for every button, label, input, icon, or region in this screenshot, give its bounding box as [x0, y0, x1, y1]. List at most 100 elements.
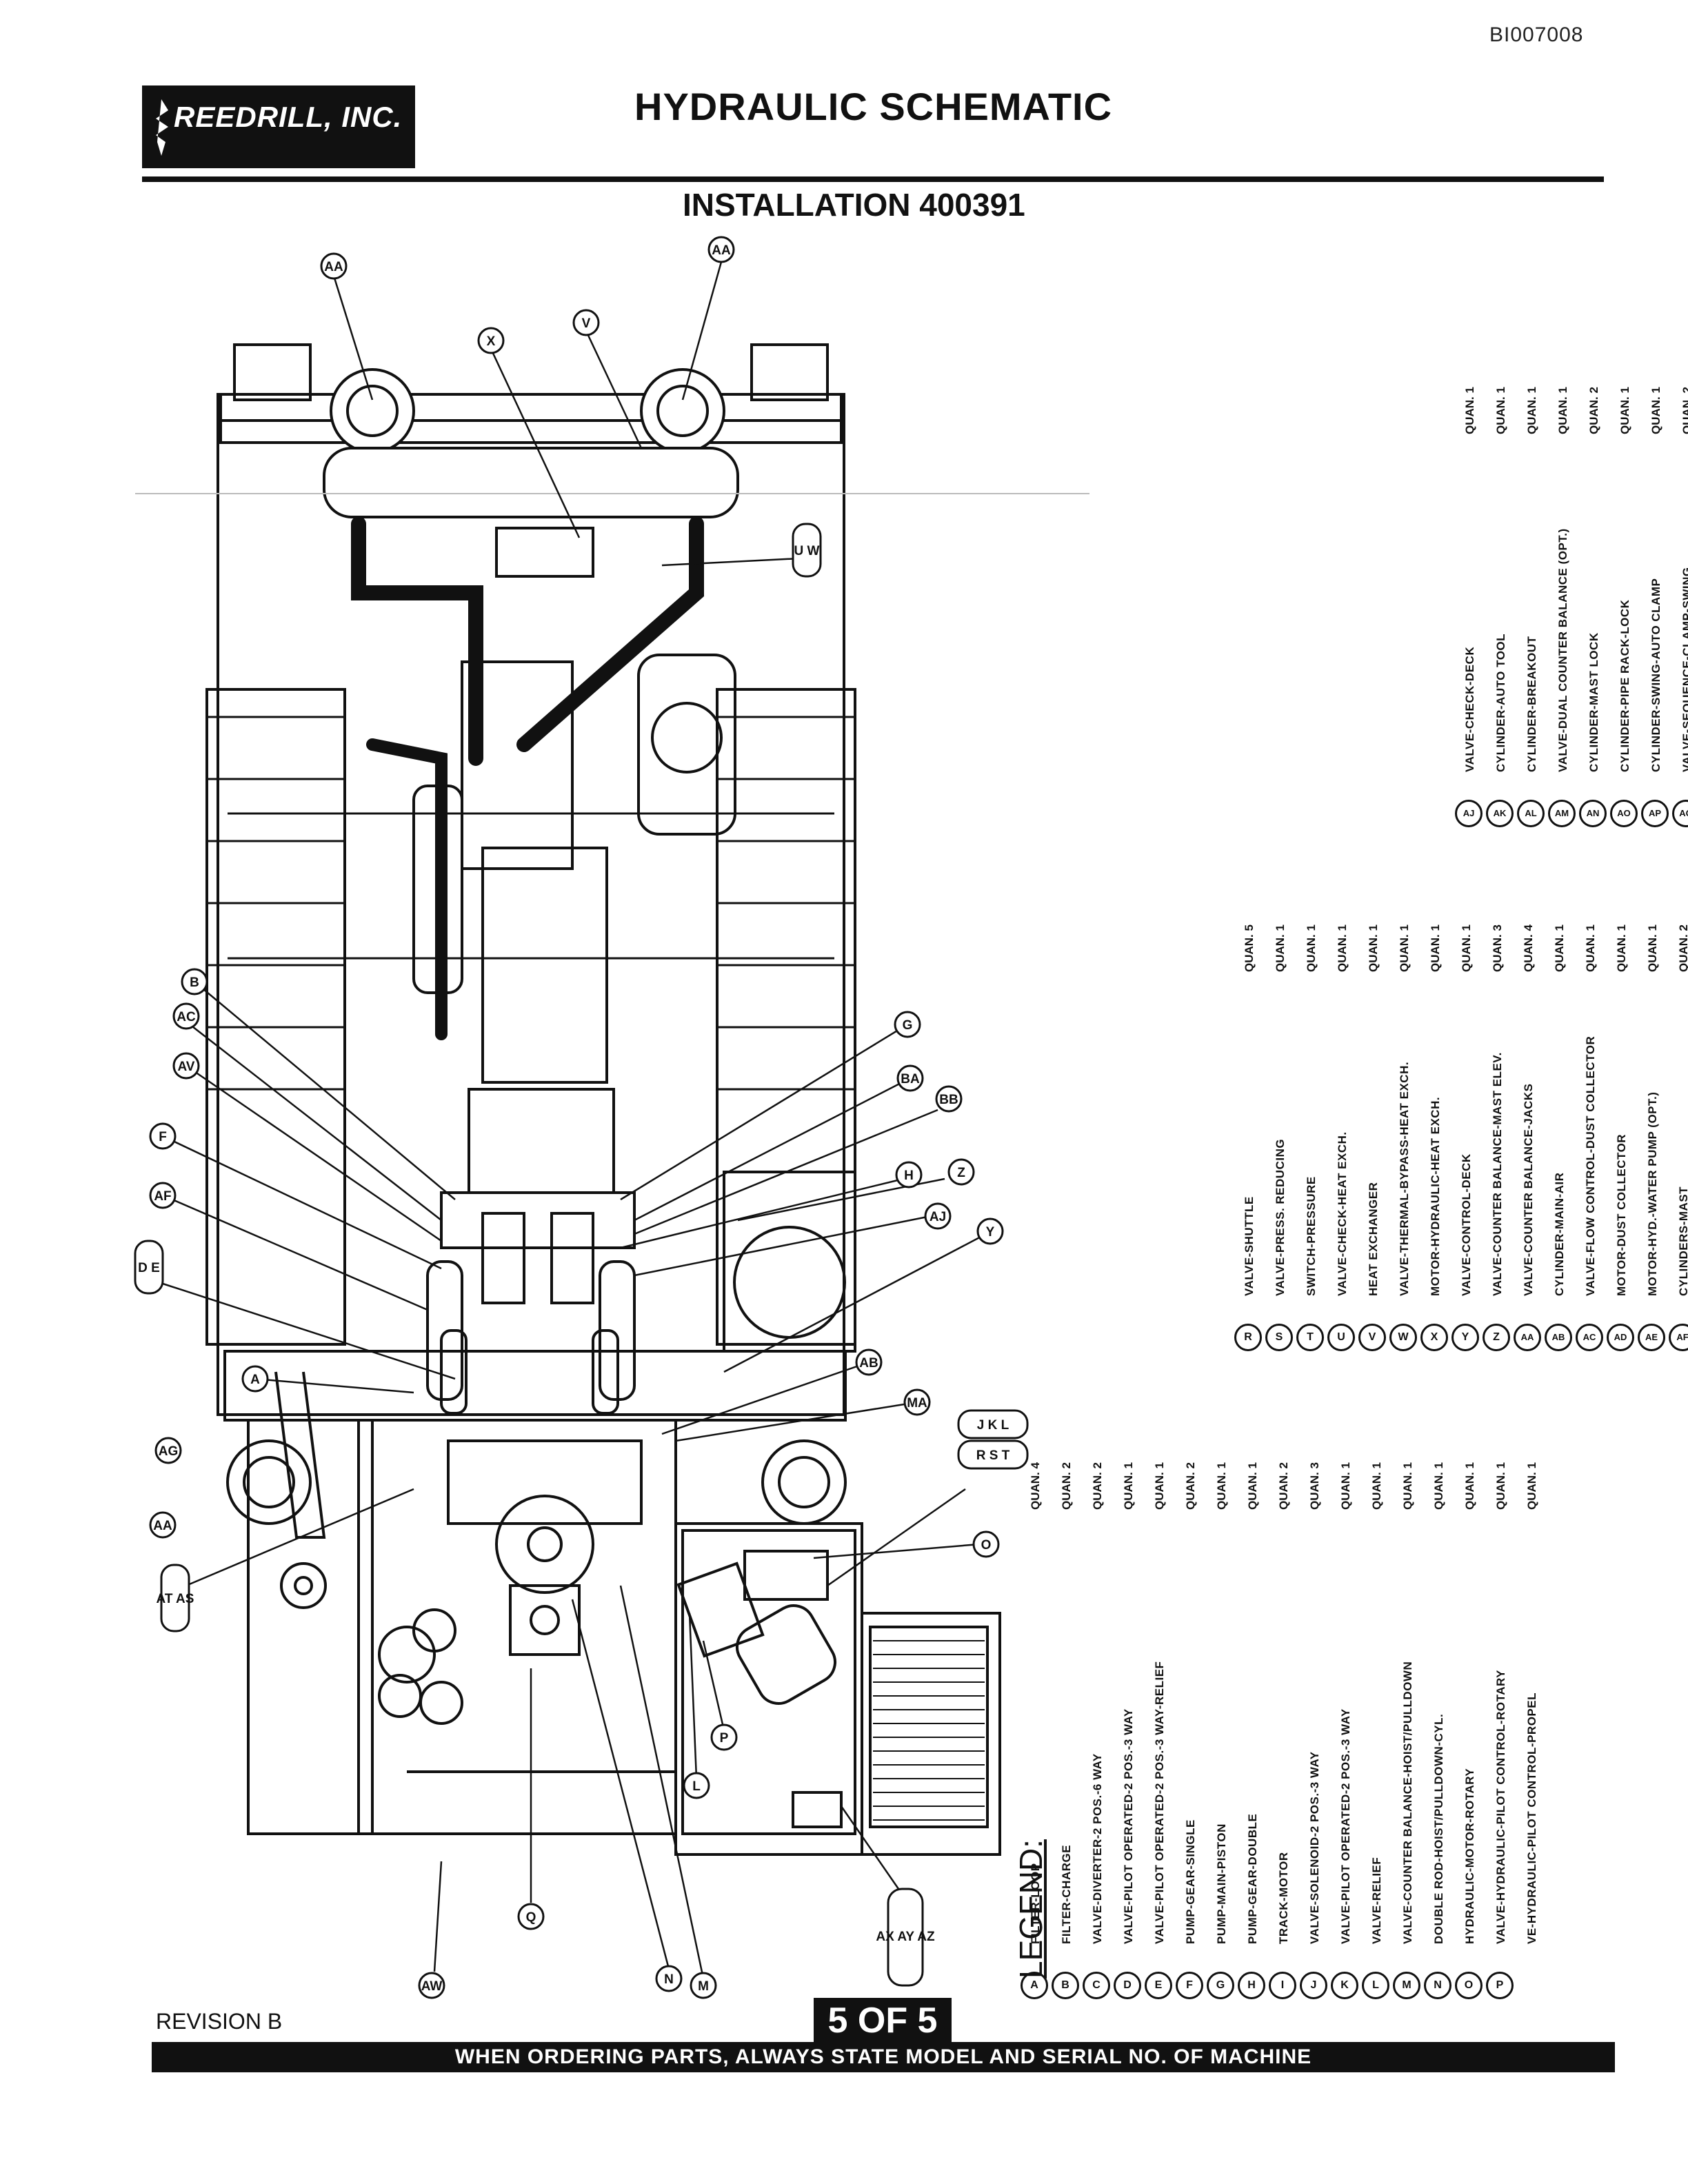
legend-code-bubble: N — [1424, 1972, 1451, 1999]
svg-text:N: N — [664, 1972, 674, 1987]
svg-text:L: L — [692, 1779, 701, 1794]
callout-aa-top-right: AA — [707, 236, 735, 263]
svg-text:D E: D E — [138, 1261, 160, 1275]
callout-aa-left: AA — [149, 1511, 177, 1539]
svg-text:MA: MA — [907, 1396, 927, 1410]
legend-item-quantity: QUAN. 1 — [1463, 387, 1476, 434]
callout-ma: MA — [903, 1388, 931, 1416]
callout-av: AV — [172, 1052, 200, 1080]
legend-code-bubble: E — [1145, 1972, 1172, 1999]
callout-v: V — [572, 309, 600, 336]
legend-code-bubble: AM — [1548, 800, 1576, 827]
document-id: BI007008 — [1489, 23, 1584, 46]
callout-y: Y — [976, 1217, 1004, 1245]
callout-ag: AG — [154, 1437, 182, 1464]
svg-text:AG: AG — [159, 1444, 179, 1459]
legend-code-bubble: AO — [1610, 800, 1638, 827]
legend-item-quantity: QUAN. 2 — [1184, 1462, 1197, 1510]
callout-aa-top-left: AA — [320, 252, 348, 280]
callout-aw: AW — [418, 1972, 445, 1999]
svg-text:Q: Q — [526, 1910, 536, 1925]
svg-text:H: H — [904, 1169, 914, 1183]
installation-subtitle: INSTALLATION 400391 — [683, 187, 1025, 223]
legend-code-bubble: O — [1455, 1972, 1483, 1999]
legend-code-bubble: P — [1486, 1972, 1514, 1999]
svg-text:AB: AB — [859, 1356, 878, 1371]
legend-code-bubble: AE — [1638, 1324, 1665, 1351]
callout-bb: BB — [935, 1085, 963, 1113]
legend-item-quantity: QUAN. 1 — [1618, 387, 1631, 434]
legend-code-bubble: AA — [1514, 1324, 1541, 1351]
legend-code-bubble: A — [1021, 1972, 1048, 1999]
legend-code-bubble: Y — [1451, 1324, 1479, 1351]
legend-item-quantity: QUAN. 1 — [1122, 1462, 1135, 1510]
svg-text:BA: BA — [901, 1072, 920, 1086]
legend-item-quantity: QUAN. 2 — [1677, 924, 1688, 972]
callout-g: G — [894, 1011, 921, 1038]
legend-code-bubble: U — [1327, 1324, 1355, 1351]
legend-item-quantity: QUAN. 2 — [1091, 1462, 1104, 1510]
legend-code-bubble: T — [1296, 1324, 1324, 1351]
legend-item-quantity: QUAN. 1 — [1367, 924, 1380, 972]
svg-text:O: O — [981, 1538, 992, 1553]
page-number-badge: 5 OF 5 — [814, 1998, 952, 2043]
callout-at-as: AT AS — [157, 1564, 194, 1632]
legend-item-quantity: QUAN. 1 — [1305, 924, 1318, 972]
legend-code-bubble: W — [1389, 1324, 1417, 1351]
svg-text:M: M — [698, 1979, 709, 1994]
callout-o: O — [972, 1530, 1000, 1558]
legend-code-bubble: J — [1300, 1972, 1327, 1999]
legend-item-quantity: QUAN. 5 — [1243, 924, 1256, 972]
legend-code-bubble: AK — [1486, 800, 1514, 827]
legend-code-bubble: G — [1207, 1972, 1234, 1999]
legend-code-bubble: S — [1265, 1324, 1293, 1351]
callout-af: AF — [149, 1182, 177, 1209]
legend-item-quantity: QUAN. 1 — [1525, 387, 1538, 434]
callout-l: L — [683, 1772, 710, 1799]
legend-item-quantity: QUAN. 2 — [1680, 387, 1688, 434]
callout-jkl: J K L — [957, 1409, 1029, 1439]
svg-text:AV: AV — [178, 1060, 195, 1074]
legend-code-bubble: K — [1331, 1972, 1358, 1999]
svg-text:X: X — [487, 334, 496, 349]
legend-code-bubble: AQ — [1672, 800, 1688, 827]
legend-code-bubble: C — [1083, 1972, 1110, 1999]
legend-code-bubble: AB — [1545, 1324, 1572, 1351]
legend-item-quantity: QUAN. 1 — [1494, 387, 1507, 434]
legend-code-bubble: L — [1362, 1972, 1389, 1999]
svg-text:J K L: J K L — [977, 1418, 1009, 1433]
svg-text:R S T: R S T — [976, 1448, 1010, 1463]
svg-text:P: P — [720, 1731, 729, 1746]
legend-code-bubble: H — [1238, 1972, 1265, 1999]
company-logo: REEDRILL, INC. — [142, 85, 415, 168]
callout-n: N — [655, 1965, 683, 1992]
legend-item-quantity: QUAN. 1 — [1556, 387, 1569, 434]
svg-text:AT AS: AT AS — [157, 1592, 194, 1606]
callout-m: M — [690, 1972, 717, 1999]
callout-a: A — [241, 1365, 269, 1393]
svg-text:B: B — [190, 975, 199, 990]
svg-text:G: G — [903, 1018, 913, 1033]
legend-code-bubble: R — [1234, 1324, 1262, 1351]
callout-ba: BA — [896, 1064, 924, 1092]
legend-code-bubble: V — [1358, 1324, 1386, 1351]
svg-text:A: A — [250, 1373, 260, 1387]
ordering-notice: WHEN ORDERING PARTS, ALWAYS STATE MODEL … — [152, 2042, 1615, 2072]
svg-text:U W: U W — [794, 544, 820, 558]
callout-de: D E — [134, 1240, 164, 1295]
callout-ac: AC — [172, 1002, 200, 1030]
legend-item-quantity: QUAN. 1 — [1398, 924, 1411, 972]
callout-h: H — [895, 1161, 923, 1189]
legend-item-quantity: QUAN. 1 — [1649, 387, 1662, 434]
svg-text:AC: AC — [177, 1010, 196, 1024]
callout-b: B — [181, 968, 208, 995]
legend-item-quantity: QUAN. 4 — [1029, 1462, 1042, 1510]
svg-text:AJ: AJ — [930, 1210, 946, 1224]
svg-text:F: F — [159, 1130, 167, 1144]
callout-x: X — [477, 327, 505, 354]
callout-ab: AB — [855, 1348, 883, 1376]
logo-text: REEDRILL, INC. — [174, 101, 403, 133]
